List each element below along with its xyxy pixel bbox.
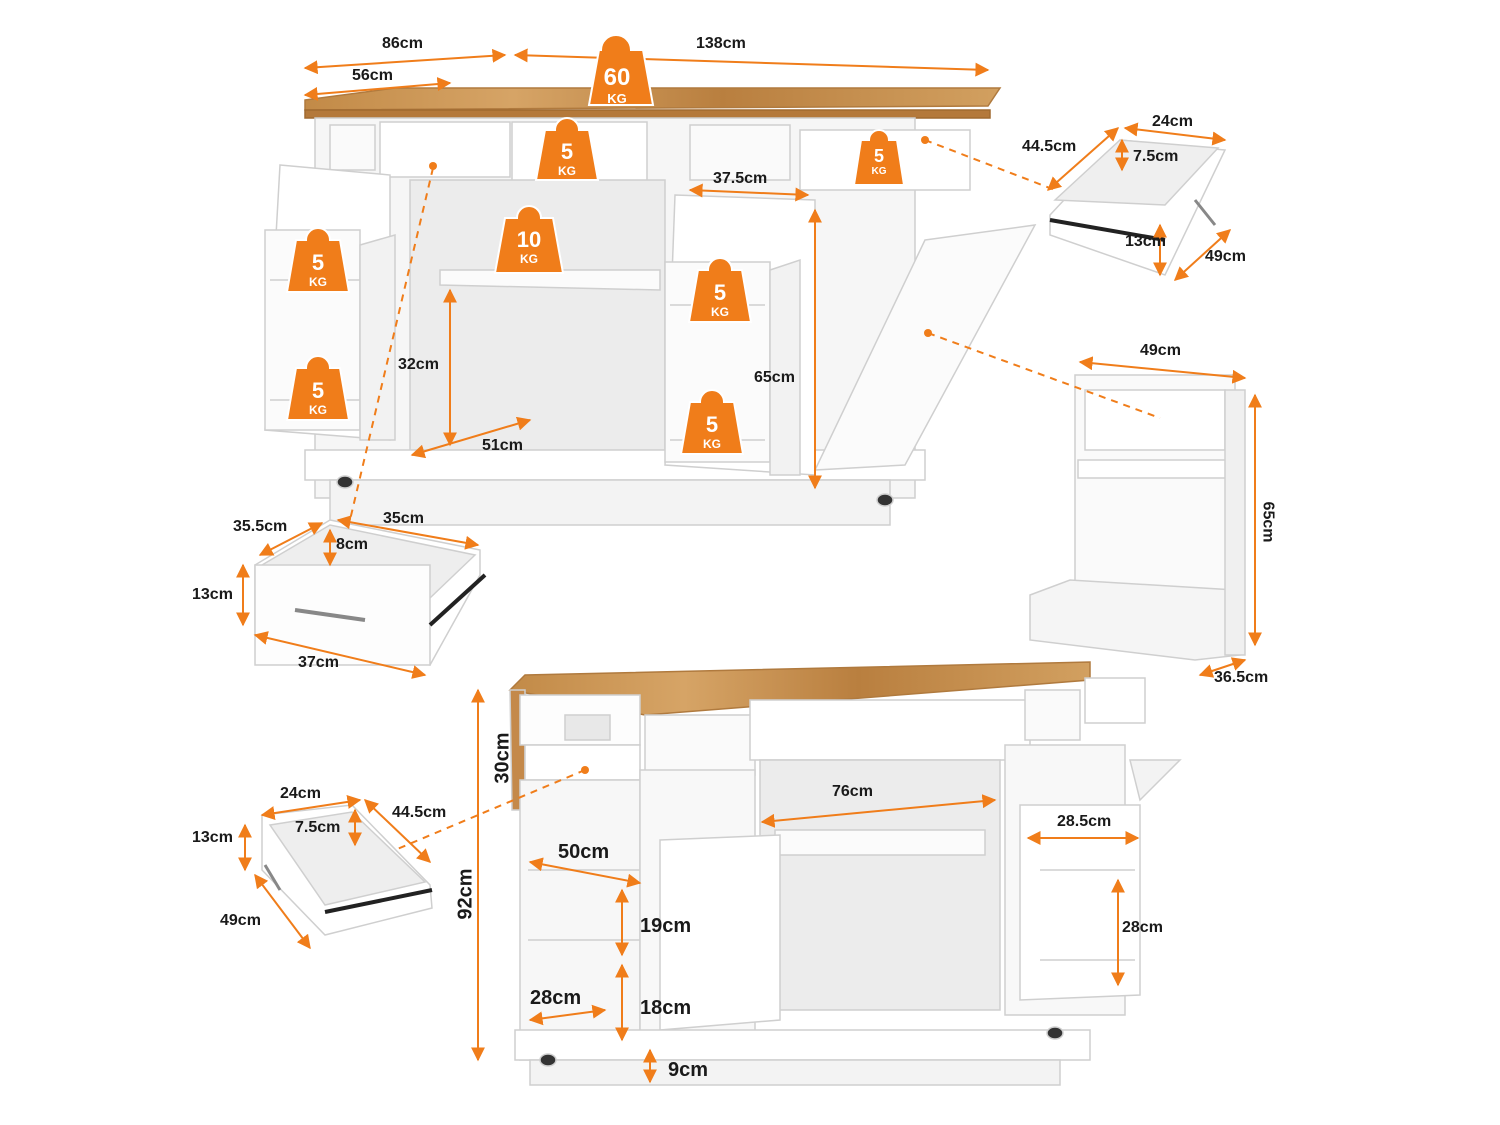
weight-value: 5 xyxy=(560,139,574,164)
weight-badge-left-upper: 5 KG xyxy=(285,228,351,298)
dimension-lines xyxy=(236,48,1262,1084)
bin-panel-illustration xyxy=(1029,374,1246,661)
dim-inner-depth: 51cm xyxy=(482,437,523,454)
dim-shelf-gap-lower: 18cm xyxy=(640,997,692,1019)
weight-icons xyxy=(285,34,906,455)
tilt-out-bin xyxy=(813,224,1037,471)
dim-main-drawer-width: 35cm xyxy=(383,510,424,527)
dim-shelf-width: 50cm xyxy=(558,841,610,863)
weight-badge-drawer-side: 5 KG xyxy=(846,125,912,195)
dim-bin-panel-height: 65cm xyxy=(1259,501,1277,543)
dim-small-drawer-inner-height: 7.5cm xyxy=(1133,148,1179,165)
dim-side-drawer-inner-height: 7.5cm xyxy=(295,819,341,836)
weight-unit: KG xyxy=(309,275,327,289)
weight-value: 5 xyxy=(705,412,719,437)
weight-value: 10 xyxy=(516,227,542,252)
dim-side-drawer-length: 49cm xyxy=(220,912,261,929)
dim-inner-width: 76cm xyxy=(832,783,873,800)
island-top-view xyxy=(264,87,1037,526)
dim-main-drawer-inner-height: 8cm xyxy=(336,536,369,553)
dim-main-drawer-depth: 35.5cm xyxy=(233,518,288,535)
dim-leaf-height: 30cm xyxy=(491,732,514,784)
dim-side-drawer-height: 13cm xyxy=(192,829,233,846)
dim-small-drawer-length: 49cm xyxy=(1205,248,1246,265)
weight-value: 5 xyxy=(311,378,325,403)
weight-unit: KG xyxy=(711,305,729,319)
dim-clearance: 9cm xyxy=(668,1059,709,1081)
dim-top-width-right: 138cm xyxy=(696,35,746,52)
weight-unit: KG xyxy=(607,91,627,106)
weight-value: 5 xyxy=(873,146,884,166)
weight-badge-shelf: 10 KG xyxy=(496,205,562,275)
weight-badge-right-upper: 5 KG xyxy=(687,258,753,328)
weight-value: 5 xyxy=(311,250,325,275)
dim-side-drawer-depth: 44.5cm xyxy=(392,804,447,821)
dim-side-drawer-width: 24cm xyxy=(280,785,321,802)
weight-badge-right-lower: 5 KG xyxy=(679,390,745,460)
dim-bin-panel-depth: 36.5cm xyxy=(1214,669,1269,686)
weight-badge-drawer-top: 5 KG xyxy=(534,117,600,187)
dim-bin-panel-width: 49cm xyxy=(1140,342,1181,359)
weight-value: 5 xyxy=(713,280,727,305)
dim-shelf-gap-upper: 19cm xyxy=(640,915,692,937)
dim-main-drawer-front-width: 37cm xyxy=(298,654,339,671)
weight-badge-top: 60 KG xyxy=(578,38,656,118)
dim-door-rack-width: 28.5cm xyxy=(1057,813,1112,830)
dim-door-height: 65cm xyxy=(754,369,795,386)
dim-shelf-depth: 28cm xyxy=(530,987,582,1009)
dim-door-rack-height: 28cm xyxy=(1122,919,1163,936)
dim-inner-height: 32cm xyxy=(398,356,439,373)
island-bottom-view xyxy=(508,661,1182,1086)
dim-door-width: 37.5cm xyxy=(713,170,768,187)
weight-unit: KG xyxy=(703,437,721,451)
dim-small-drawer-depth: 44.5cm xyxy=(1022,138,1077,155)
weight-badge-left-lower: 5 KG xyxy=(285,356,351,426)
dim-small-drawer-height: 13cm xyxy=(1125,233,1166,250)
dim-top-width-left: 86cm xyxy=(382,35,423,52)
weight-unit: KG xyxy=(520,252,538,266)
leader-lines xyxy=(349,139,1161,851)
dim-main-drawer-height: 13cm xyxy=(192,586,233,603)
dim-total-height: 92cm xyxy=(454,868,477,920)
weight-unit: KG xyxy=(309,403,327,417)
dim-leaf-width: 56cm xyxy=(352,67,393,84)
weight-value: 60 xyxy=(603,64,631,91)
dim-small-drawer-width: 24cm xyxy=(1152,113,1193,130)
weight-unit: KG xyxy=(871,166,887,177)
weight-unit: KG xyxy=(558,164,576,178)
small-drawer-illustration-left xyxy=(261,804,433,936)
